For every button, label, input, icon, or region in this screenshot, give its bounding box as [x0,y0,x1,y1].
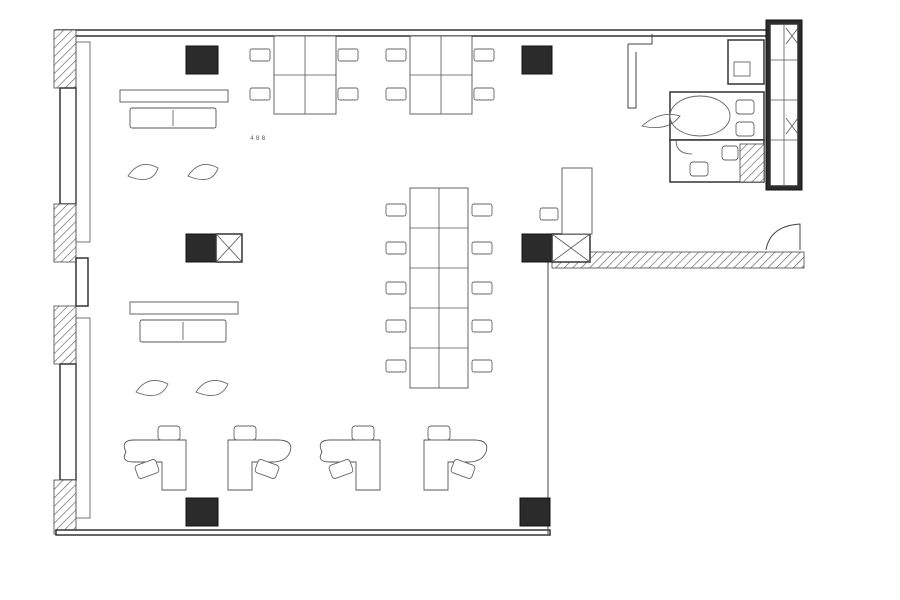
chair-icon [337,48,359,62]
sofa-back [119,89,229,103]
stair-x-icon [785,117,799,135]
column-icon [185,497,219,527]
lounge-chair-icon [127,163,159,181]
columns [185,45,591,527]
stair-x-icon [785,27,799,45]
left-wall-segment-4 [53,479,77,535]
left-window-2 [59,363,77,481]
column-icon [521,45,553,75]
chair-icon [249,48,271,62]
central-table [385,187,493,389]
lounge-chair-icon [187,163,219,181]
bottom-wall [55,529,551,536]
door-swing-icon [765,223,801,251]
chair-icon [385,281,407,295]
chair-icon [337,87,359,101]
column-icon [519,497,551,527]
door-swing-icon [641,113,681,129]
workstation-icon [123,425,187,491]
door-swing-icon [669,95,731,137]
lounge-2 [129,301,239,397]
exterior-walls [53,19,805,536]
workstation-icon [423,425,488,491]
left-wall-segment-2 [53,203,77,263]
shaft-hatched [739,143,765,183]
chair-icon [473,87,495,101]
lounge-chair-icon [195,379,229,397]
chair-icon [539,207,559,221]
sink-icon [735,121,755,137]
workstation-icon [319,425,381,491]
lounge-1 [119,89,229,181]
left-window-1 [59,87,77,205]
chair-icon [385,87,407,101]
toilet-icon [735,99,755,115]
lounge-chair-icon [135,379,169,397]
toilet-icon [689,161,709,177]
column-icon [521,233,553,263]
restroom-partition [627,34,653,109]
shaft-x-icon [551,233,591,263]
reception-counter [539,167,593,235]
left-glazing-1 [75,41,91,243]
left-glazing-2 [75,317,91,519]
top-tables [249,35,495,115]
chair-icon [385,241,407,255]
restroom-block [627,34,765,183]
sink-icon [733,61,751,77]
door-swing-icon [675,139,693,155]
left-wall-niche [75,257,89,307]
chair-icon [385,319,407,333]
chair-icon [249,87,271,101]
chair-icon [385,48,407,62]
workstation-icon [227,425,292,491]
column-icon [185,45,219,75]
left-wall-segment-1 [53,29,77,89]
chair-icon [473,48,495,62]
chair-icon [471,281,493,295]
chair-icon [471,241,493,255]
workstations [123,425,488,491]
chair-icon [385,359,407,373]
sink-icon [721,145,739,161]
chair-icon [471,359,493,373]
shaft-x-icon [215,233,243,263]
top-wall [55,29,769,37]
sofa-back [129,301,239,315]
room-label: 4 8 8 [250,135,265,142]
chair-icon [471,319,493,333]
column-icon [185,233,217,263]
chair-icon [471,203,493,217]
chair-icon [385,203,407,217]
counter [561,167,593,235]
left-wall-segment-3 [53,305,77,365]
